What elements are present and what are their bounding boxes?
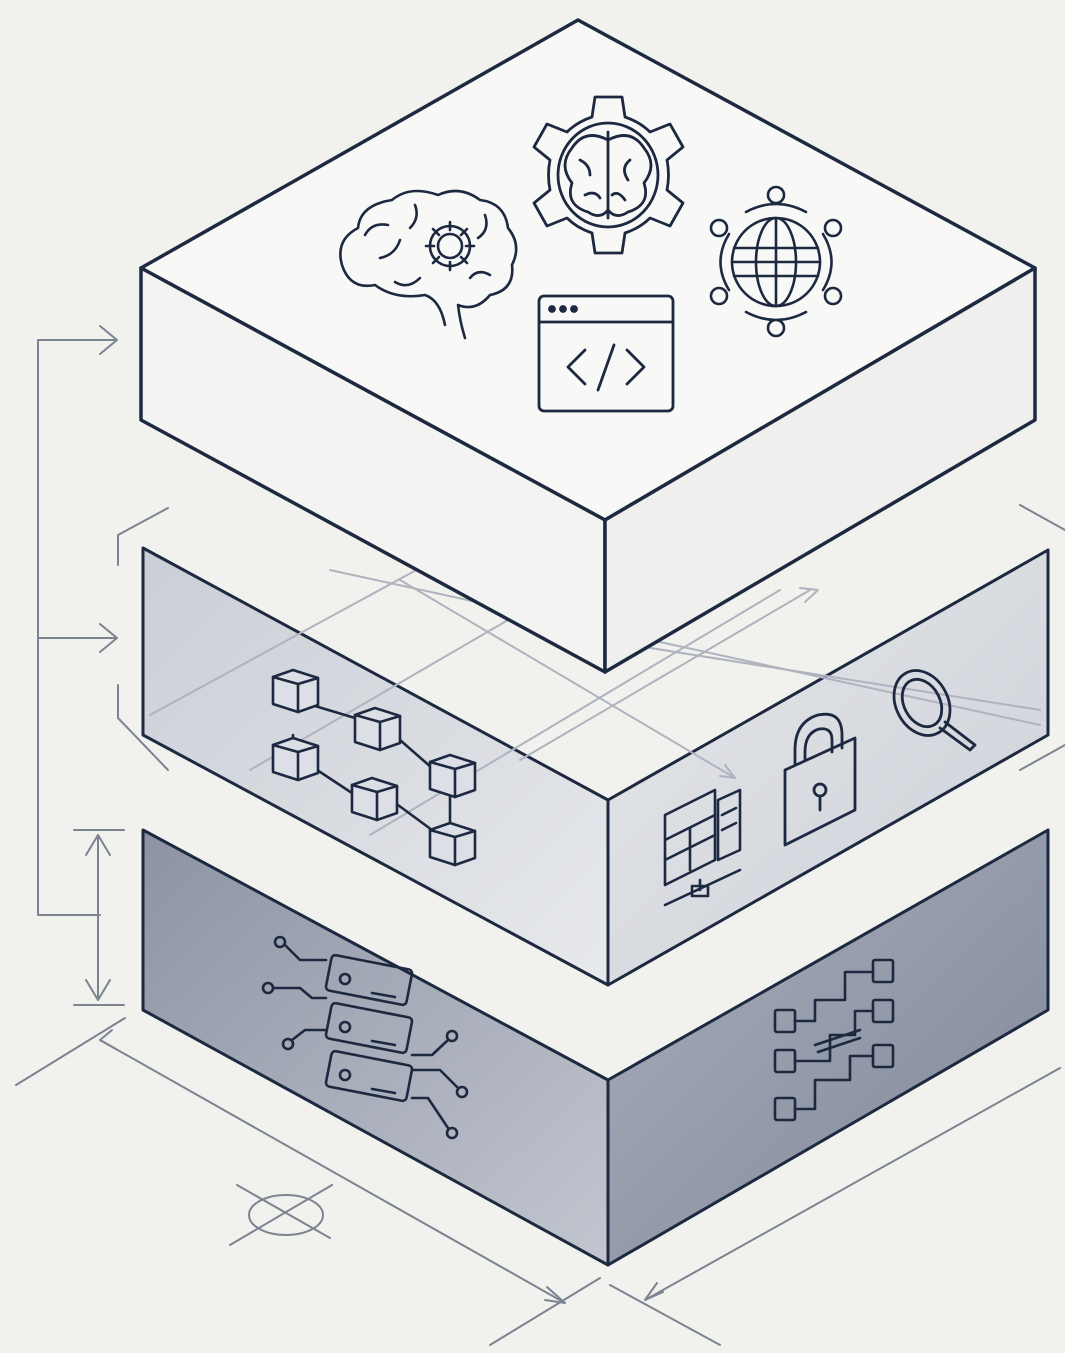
top-layer bbox=[139, 18, 1037, 674]
gear-brain-icon bbox=[532, 95, 685, 255]
width-dimension bbox=[15, 1017, 601, 1346]
compass-mark bbox=[229, 1184, 333, 1246]
top-layer-right-face bbox=[603, 266, 1037, 674]
globe-network-icon bbox=[709, 185, 843, 338]
circuit-board-icon bbox=[773, 958, 895, 1122]
server-rack-icon bbox=[261, 935, 469, 1140]
depth-dimension bbox=[609, 1067, 1061, 1346]
magnifier-icon bbox=[892, 669, 977, 752]
bracket-arrows bbox=[37, 325, 118, 916]
height-dimension bbox=[73, 829, 125, 1006]
middle-layer bbox=[141, 546, 1050, 987]
middle-layer-right-face bbox=[606, 548, 1050, 987]
padlock-icon bbox=[783, 712, 857, 847]
workstation-icon bbox=[663, 788, 742, 907]
code-window-icon bbox=[537, 294, 675, 413]
middle-layer-brackets bbox=[117, 504, 1065, 771]
middle-layer-grid bbox=[149, 469, 1041, 836]
brain-gear-icon bbox=[339, 189, 518, 340]
dimension-lines bbox=[15, 325, 1065, 1346]
block-network-icon bbox=[271, 668, 477, 867]
